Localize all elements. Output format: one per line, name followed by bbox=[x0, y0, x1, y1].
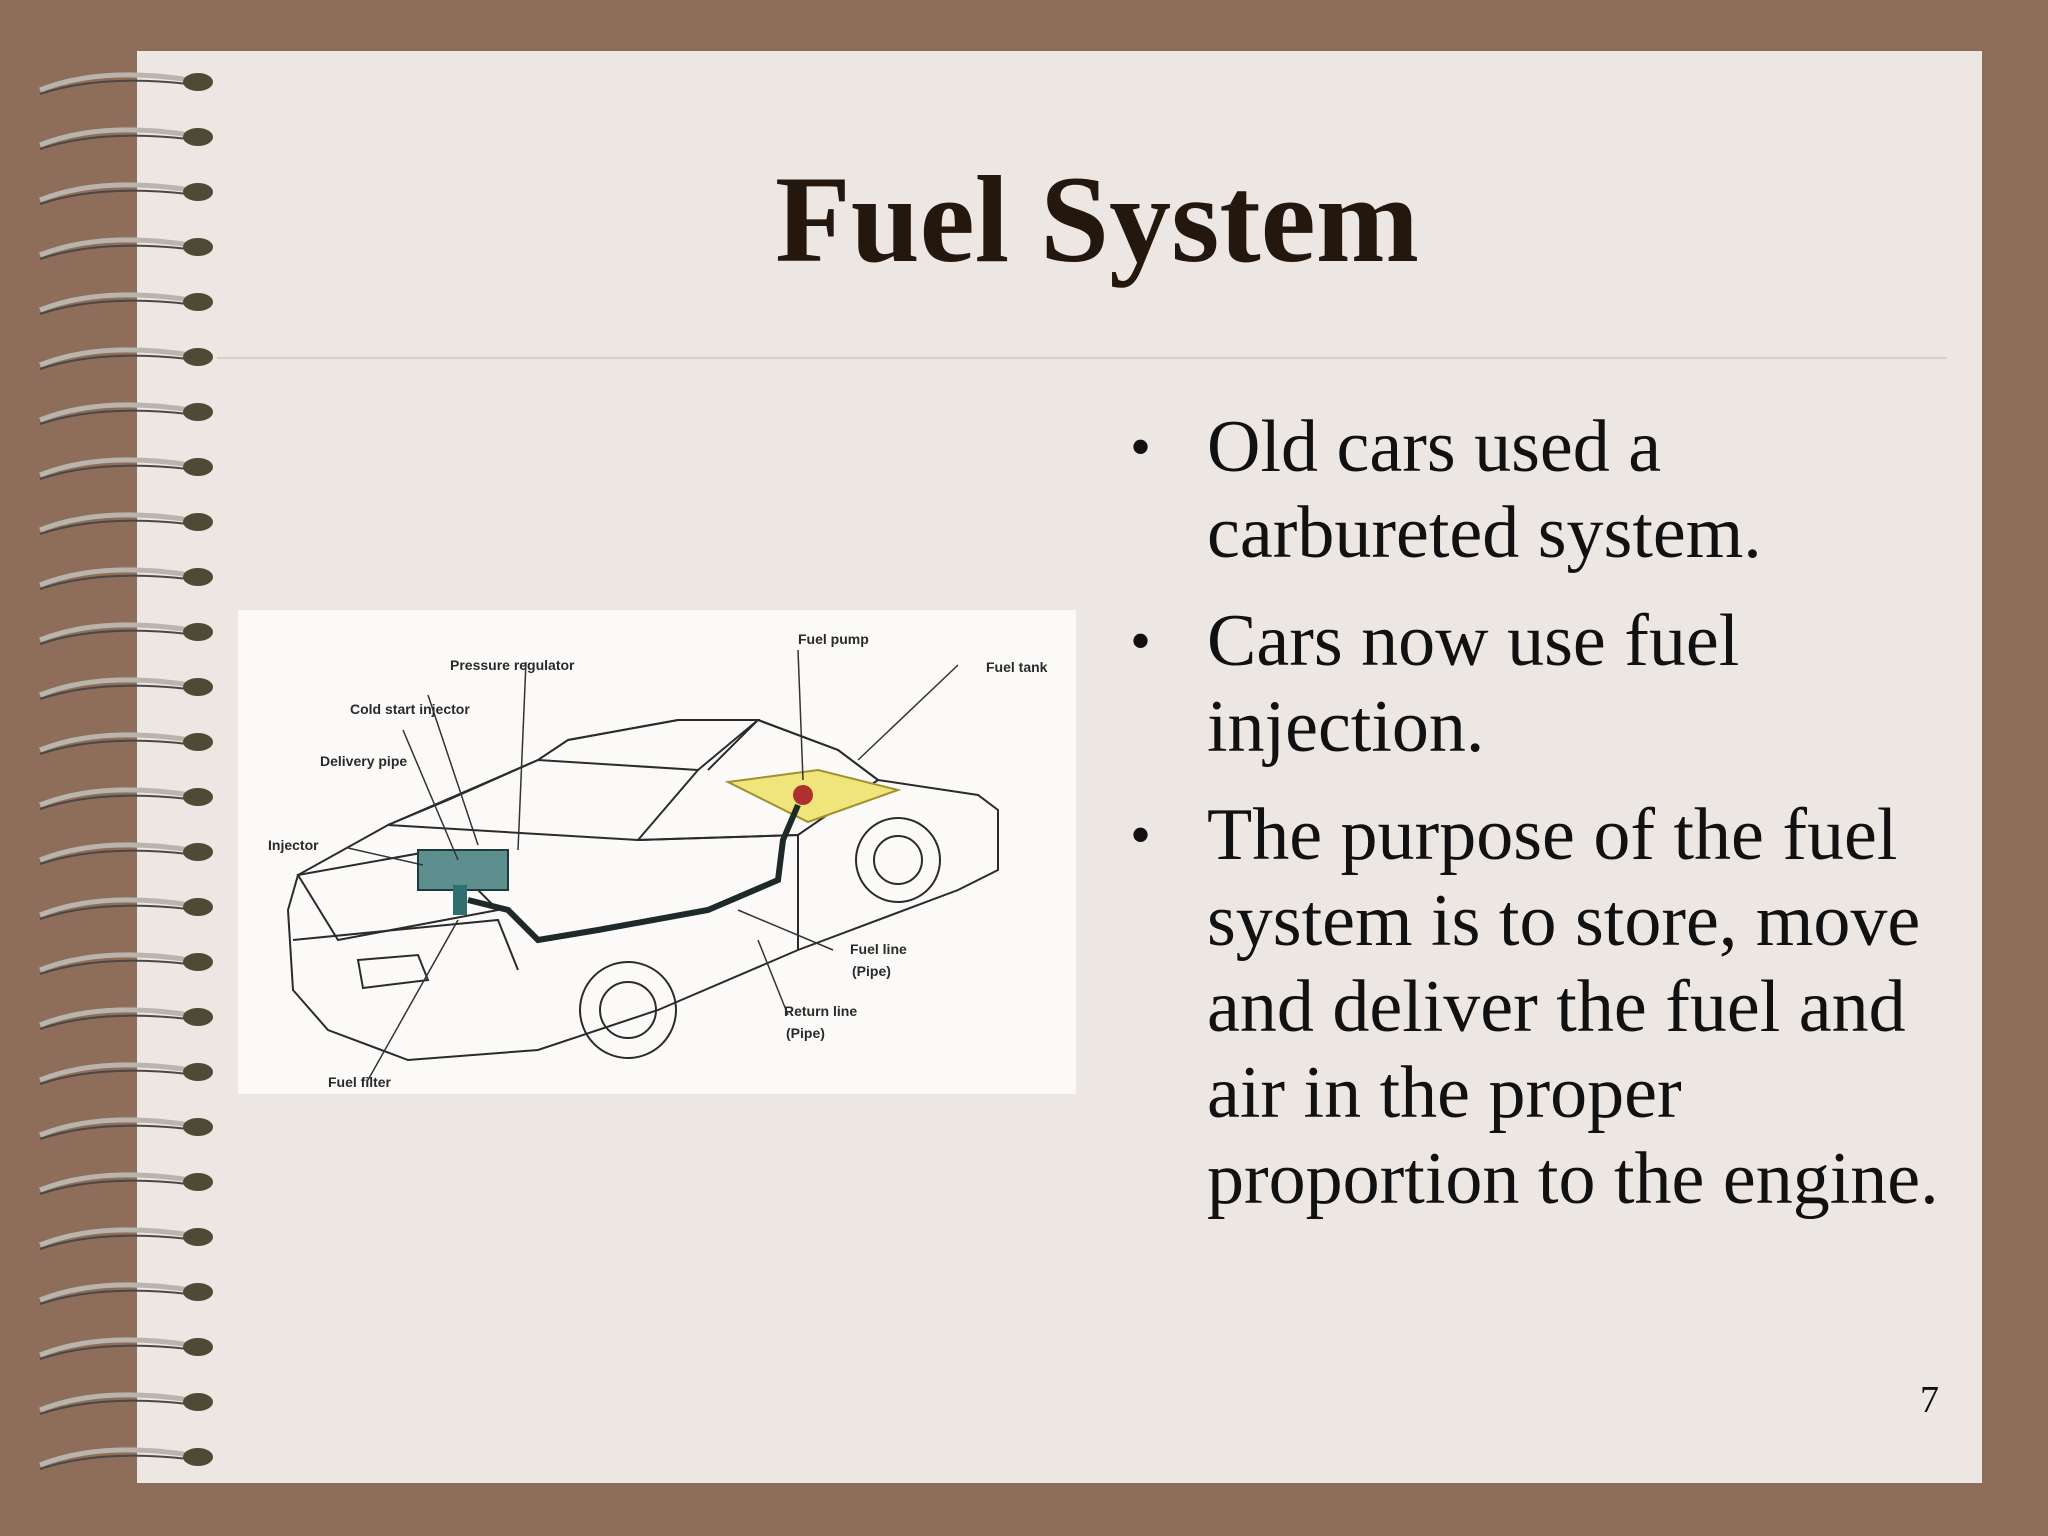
car-illustration: Fuel pump Pressure regulator Fuel tank C… bbox=[268, 631, 1048, 1090]
fuel-system-diagram: Fuel pump Pressure regulator Fuel tank C… bbox=[238, 610, 1076, 1094]
spiral-ring-icon bbox=[39, 732, 213, 755]
bullet-text: Old cars used a carbureted system. bbox=[1207, 406, 1762, 574]
spiral-ring-icon bbox=[39, 402, 213, 425]
label-fuel-line: Fuel line bbox=[850, 941, 907, 957]
bullet-dot-icon: • bbox=[1130, 414, 1152, 480]
spiral-binding bbox=[39, 72, 213, 1470]
bullet-item: • Old cars used a carbureted system. bbox=[1130, 404, 1950, 576]
label-pressure-regulator: Pressure regulator bbox=[450, 657, 575, 673]
label-fuel-line-sub: (Pipe) bbox=[852, 963, 891, 979]
spiral-ring-icon bbox=[39, 347, 213, 370]
spiral-ring-icon bbox=[39, 842, 213, 865]
spiral-ring-icon bbox=[39, 127, 213, 150]
label-delivery-pipe: Delivery pipe bbox=[320, 753, 407, 769]
spiral-ring-icon bbox=[39, 237, 213, 260]
spiral-ring-icon bbox=[39, 457, 213, 480]
label-fuel-filter: Fuel filter bbox=[328, 1074, 392, 1090]
spiral-ring-icon bbox=[39, 1007, 213, 1030]
spiral-ring-icon bbox=[39, 952, 213, 975]
bullet-item: • Cars now use fuel injection. bbox=[1130, 598, 1950, 770]
label-fuel-pump: Fuel pump bbox=[798, 631, 869, 647]
label-fuel-tank: Fuel tank bbox=[986, 659, 1048, 675]
bullet-item: • The purpose of the fuel system is to st… bbox=[1130, 792, 1950, 1222]
spiral-ring-icon bbox=[39, 1282, 213, 1305]
spiral-ring-icon bbox=[39, 1062, 213, 1085]
spiral-ring-icon bbox=[39, 182, 213, 205]
spiral-ring-icon bbox=[39, 1227, 213, 1250]
label-injector: Injector bbox=[268, 837, 319, 853]
spiral-ring-icon bbox=[39, 1337, 213, 1360]
spiral-ring-icon bbox=[39, 1447, 213, 1470]
spiral-ring-icon bbox=[39, 567, 213, 590]
bullet-text: Cars now use fuel injection. bbox=[1207, 600, 1740, 768]
bullet-text: The purpose of the fuel system is to sto… bbox=[1207, 794, 1939, 1220]
title-divider bbox=[217, 357, 1947, 359]
bullet-list: • Old cars used a carbureted system. • Car… bbox=[1130, 404, 1950, 1244]
spiral-ring-icon bbox=[39, 787, 213, 810]
spiral-ring-icon bbox=[39, 1392, 213, 1415]
spiral-ring-icon bbox=[39, 677, 213, 700]
bullet-dot-icon: • bbox=[1130, 608, 1152, 674]
spiral-ring-icon bbox=[39, 897, 213, 920]
spiral-ring-icon bbox=[39, 1117, 213, 1140]
label-cold-start-injector: Cold start injector bbox=[350, 701, 470, 717]
spiral-ring-icon bbox=[39, 622, 213, 645]
spiral-ring-icon bbox=[39, 292, 213, 315]
page-number: 7 bbox=[1920, 1379, 1939, 1421]
spiral-ring-icon bbox=[39, 72, 213, 95]
spiral-ring-icon bbox=[39, 1172, 213, 1195]
spiral-ring-icon bbox=[39, 512, 213, 535]
slide-title: Fuel System bbox=[774, 151, 1420, 288]
bullet-dot-icon: • bbox=[1130, 802, 1152, 868]
label-return-line: Return line bbox=[784, 1003, 857, 1019]
label-return-line-sub: (Pipe) bbox=[786, 1025, 825, 1041]
